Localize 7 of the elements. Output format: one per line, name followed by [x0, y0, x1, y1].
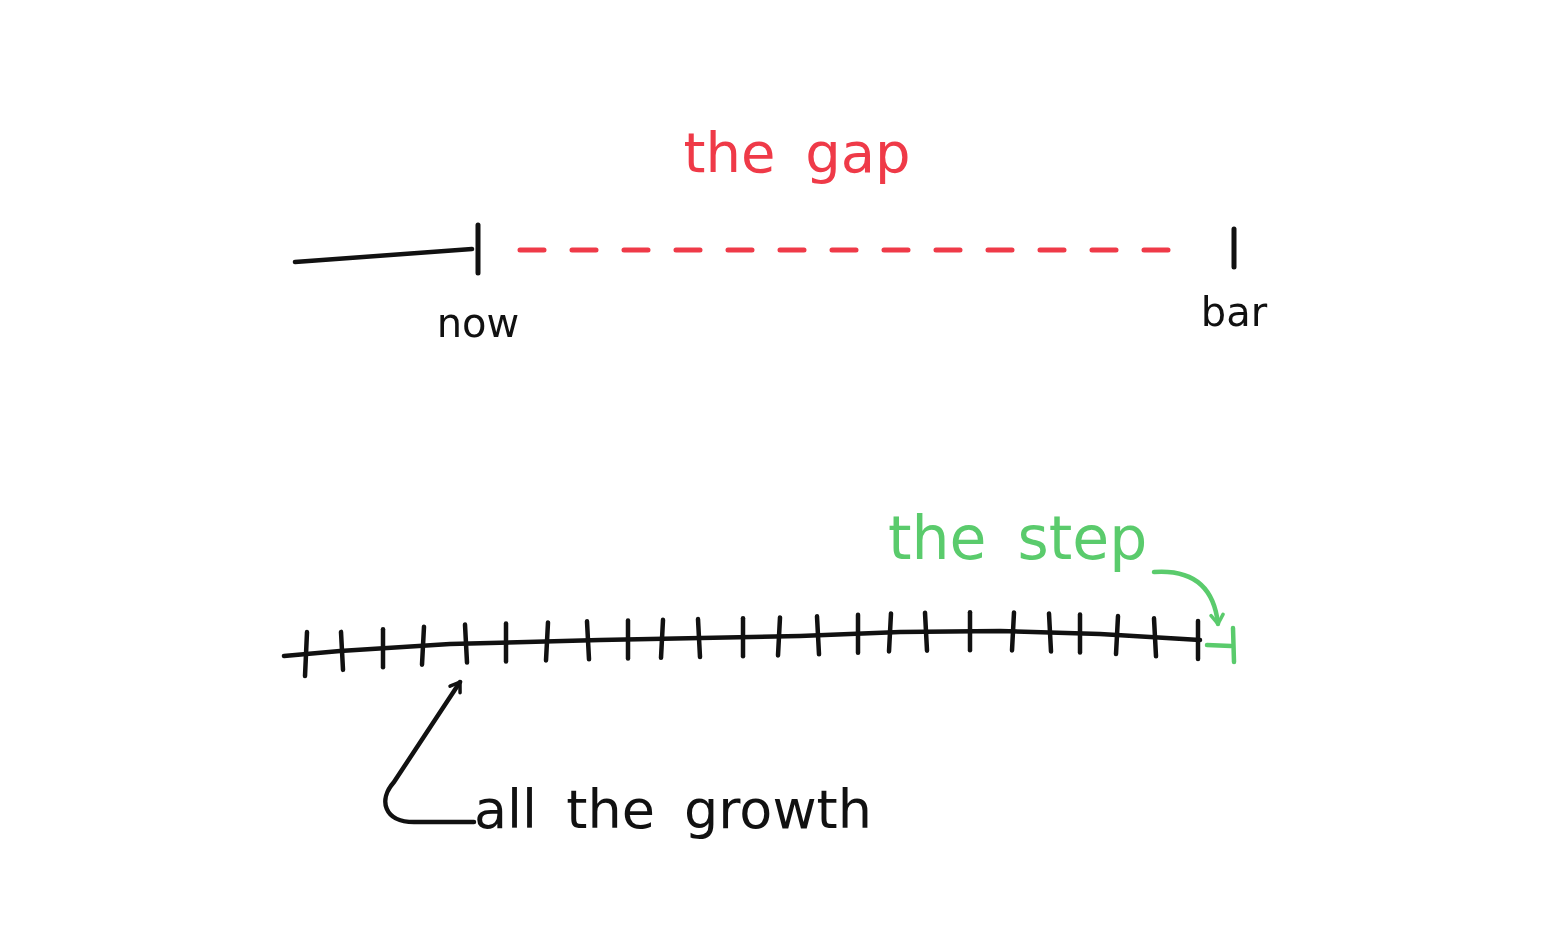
arrow — [383, 679, 477, 825]
marker-label: now — [436, 303, 520, 343]
annotation-text: the step — [888, 498, 1150, 578]
curved-arrow — [1151, 569, 1225, 627]
annotation-text: all the growth — [474, 768, 878, 852]
marker-label: bar — [1200, 292, 1268, 332]
step-segment — [1204, 624, 1238, 666]
